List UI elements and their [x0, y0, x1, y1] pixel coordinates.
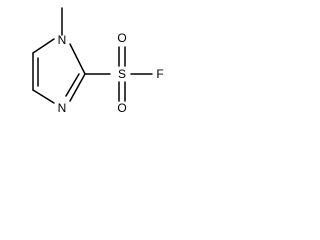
atom-s-label: S: [118, 67, 126, 81]
bond-c4-n3: [32, 89, 55, 104]
atom-n3-label: N: [58, 101, 67, 115]
atom-n1-label: N: [58, 33, 67, 47]
bond-n3-c2-inner: [65, 73, 80, 97]
atom-f-label: F: [156, 67, 163, 81]
atom-o-bottom-label: O: [117, 101, 126, 115]
atom-o-top-label: O: [117, 31, 126, 45]
bond-c2-n1: [69, 43, 86, 75]
bond-n1-c5: [32, 38, 55, 54]
chemical-structure: N N S O O F: [32, 7, 164, 115]
bond-n3-c2-outer: [69, 73, 86, 102]
